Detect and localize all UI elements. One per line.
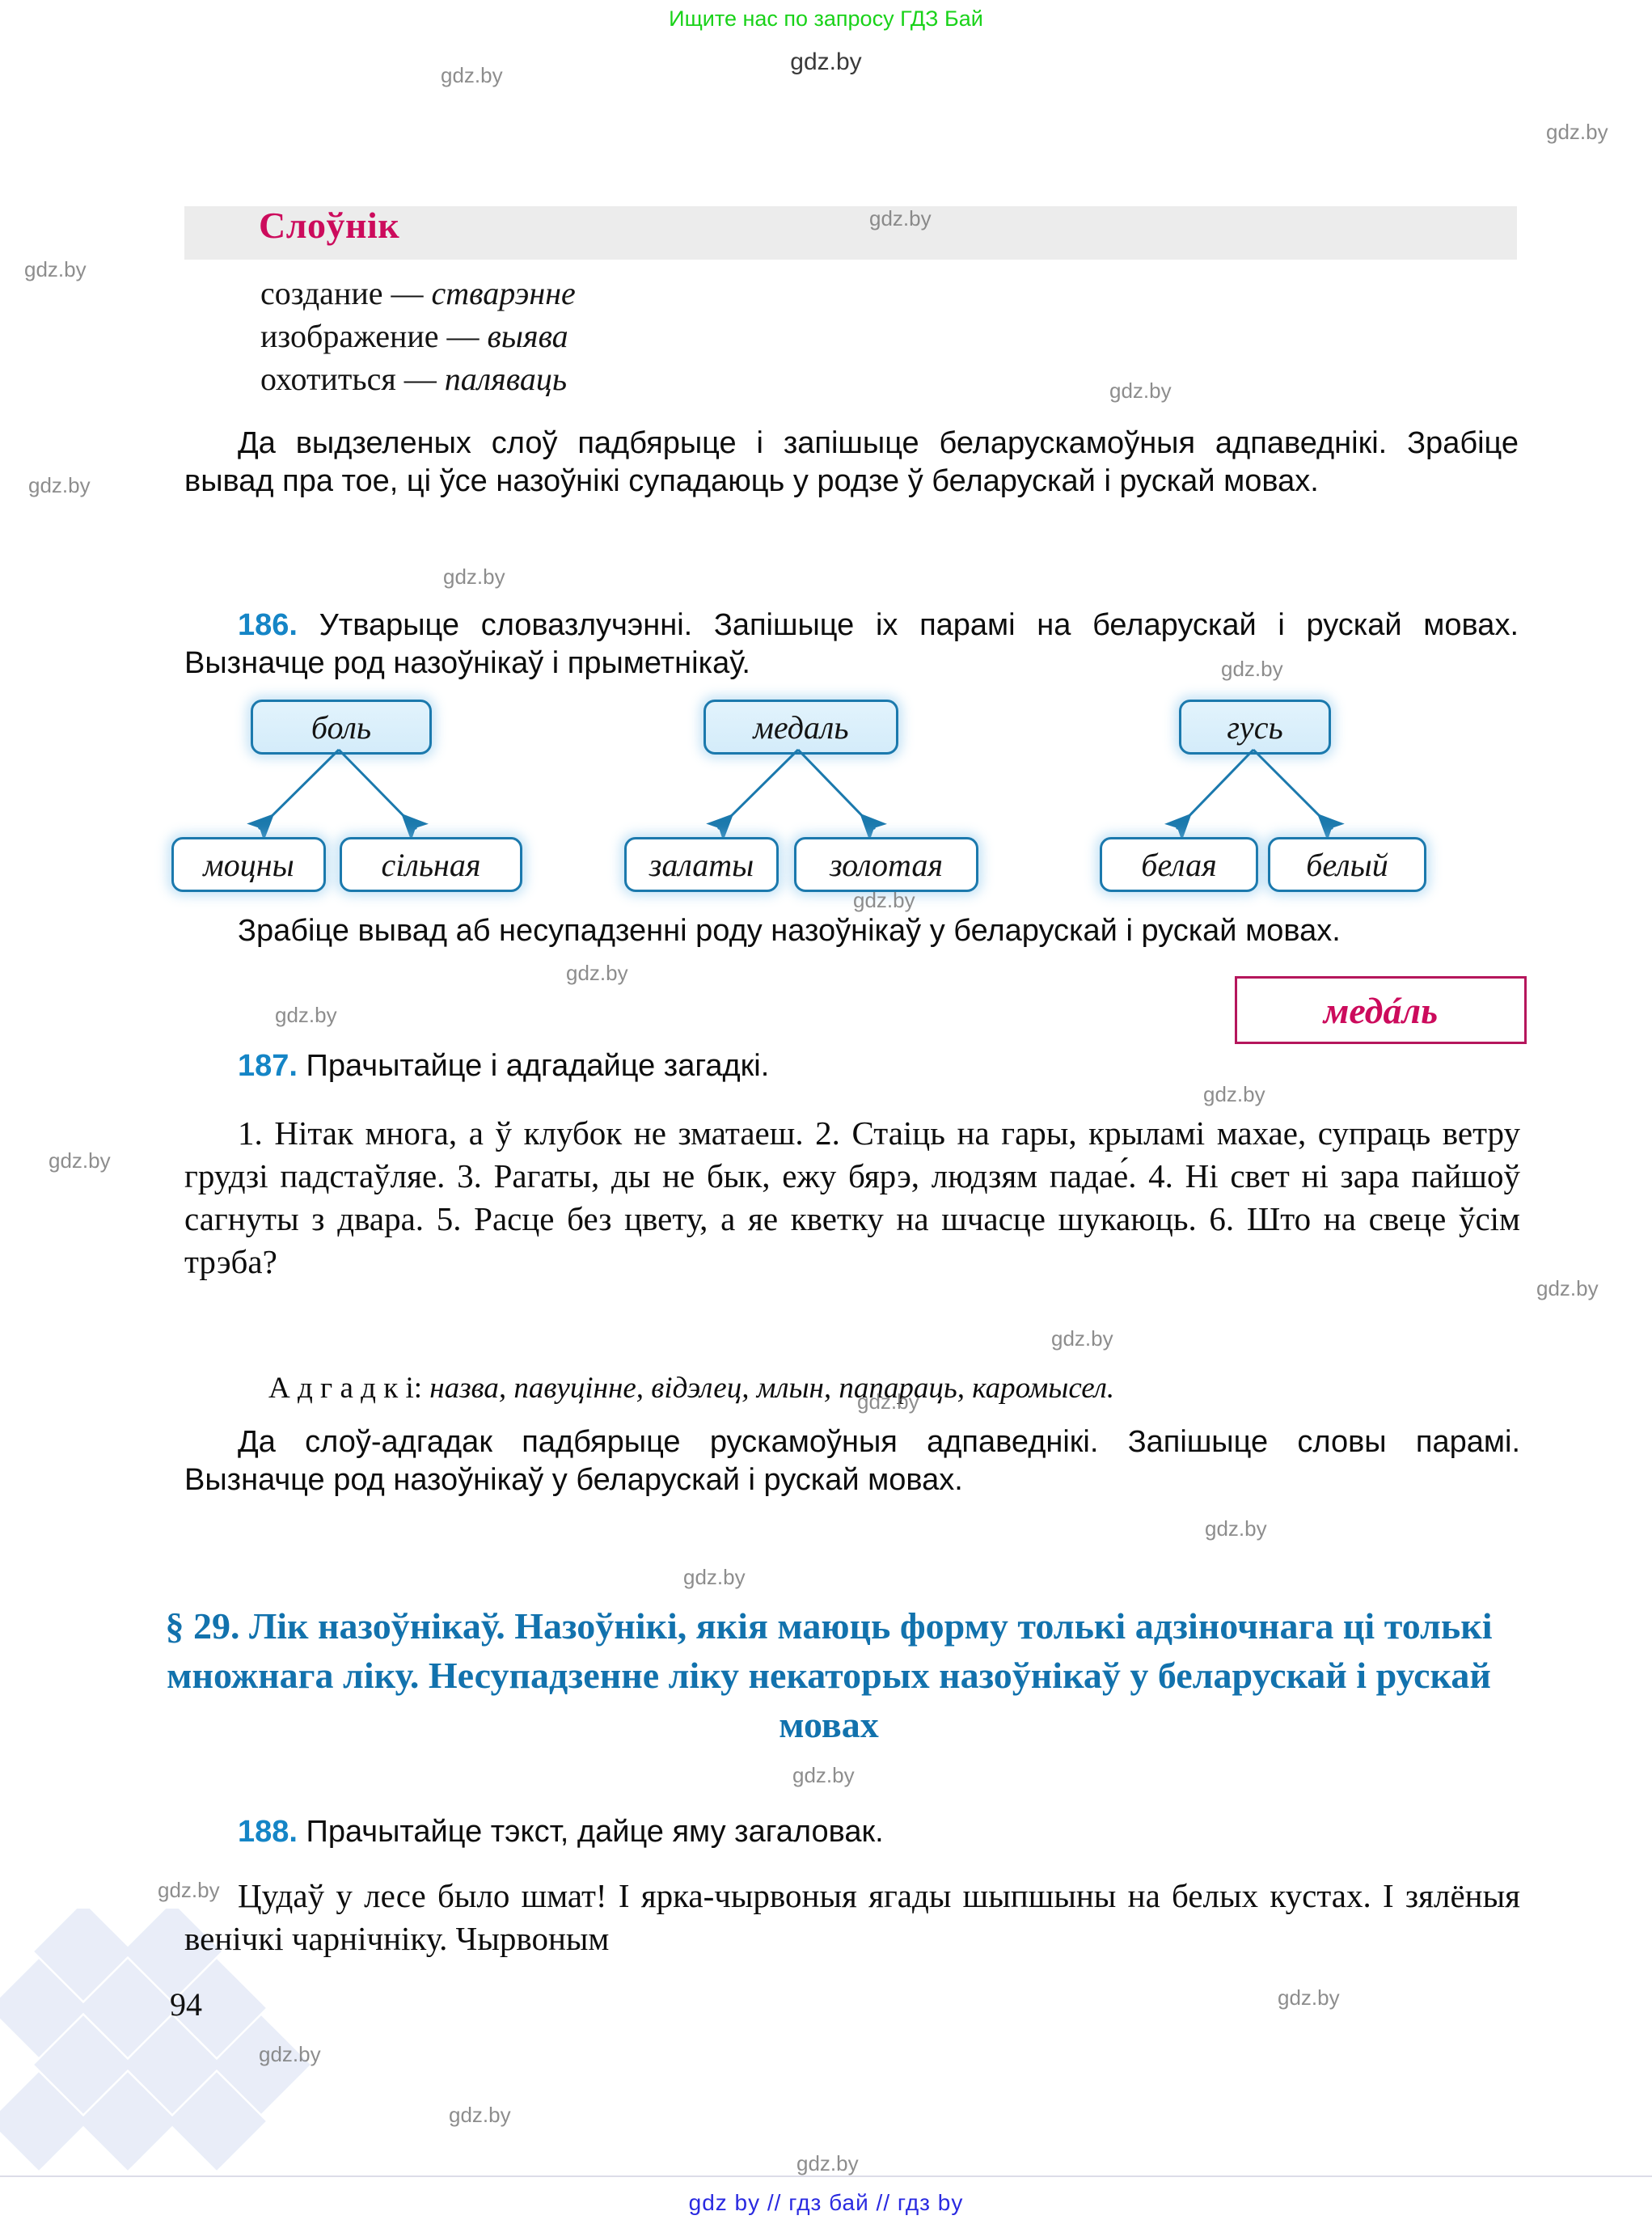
- page-watermark: gdz.by: [1546, 120, 1608, 144]
- page-watermark: gdz.by: [275, 1003, 337, 1027]
- exercise-187-followup: Да слоў-адгадак падбярыце рускамоўныя ад…: [184, 1425, 1520, 1497]
- section-29-heading: § 29. Лік назоўнікаў. Назоўнікі, якія ма…: [165, 1605, 1493, 1745]
- diagram-root-box: медаль: [703, 700, 898, 755]
- page-watermark: gdz.by: [1536, 1276, 1599, 1300]
- diagram-leaf-box-left: залаты: [624, 837, 779, 892]
- exercise-186-prompt: 186. Утварыце словазлучэнні. Запішыце іх…: [184, 607, 1519, 683]
- exercise-186-conclusion: Зрабіце вывад аб несупадзенні роду назоў…: [238, 914, 1341, 948]
- task-intro-paragraph: Да выдзеленых слоў падбярыце і запішыце …: [184, 426, 1519, 498]
- exercise-187-answers-label: А д г а д к і:: [268, 1372, 423, 1405]
- page-watermark: gdz.by: [259, 2042, 321, 2066]
- page-watermark: gdz.by: [28, 473, 91, 497]
- diagram-arrows: [247, 748, 429, 841]
- promo-banner-text: Ищите нас по запросу ГДЗ Бай: [669, 6, 983, 31]
- diagram-arrows: [706, 748, 887, 841]
- page-watermark: gdz.by: [1051, 1326, 1113, 1351]
- diagram-leaf-box-right: белый: [1268, 837, 1426, 892]
- site-watermark-top: gdz.by: [790, 49, 862, 75]
- page-watermark: gdz.by: [566, 961, 628, 985]
- diagram-group-medal: медаль залаты золотая: [623, 700, 1027, 894]
- exercise-187-number: 187.: [238, 1049, 298, 1083]
- diagram-group-bol: боль моцны сільная: [170, 700, 574, 894]
- footer-divider: [0, 2175, 1652, 2177]
- page-number: 94: [170, 1986, 202, 2023]
- page-watermark: gdz.by: [1203, 1082, 1265, 1106]
- exercise-187-answers: А д г а д к і: назва, павуцінне, відэлец…: [268, 1367, 1520, 1410]
- dictionary-entry: изображение — выява: [260, 315, 576, 357]
- diagram-root-box: гусь: [1179, 700, 1331, 755]
- dictionary-entries: создание — стварэнне изображение — выява…: [260, 272, 576, 400]
- page-watermark: gdz.by: [49, 1148, 111, 1173]
- word-pairs-diagram: боль моцны сільная медаль: [170, 700, 1512, 894]
- page-watermark: gdz.by: [1278, 1985, 1340, 2010]
- vocab-callout-medal: медáль: [1235, 976, 1527, 1044]
- page-watermark: gdz.by: [796, 2151, 859, 2175]
- dictionary-entry-dash: —: [391, 275, 424, 311]
- diagram-leaf-box-right: золотая: [794, 837, 978, 892]
- diagram-group-gus: гусь белая белый: [1100, 700, 1504, 894]
- diagram-arrows: [1164, 748, 1345, 841]
- dictionary-header-bar: [184, 206, 1517, 260]
- dictionary-entry-ru: охотиться: [260, 361, 396, 397]
- vocab-callout-word: медáль: [1323, 989, 1439, 1031]
- dictionary-title: Слоўнік: [259, 205, 400, 246]
- exercise-188-body: Цудаў у лесе было шмат! І ярка-чырвоныя …: [184, 1877, 1520, 1957]
- page-watermark: gdz.by: [1205, 1516, 1267, 1541]
- dictionary-entry-be: паляваць: [444, 361, 568, 397]
- diagram-leaf-box-left: моцны: [171, 837, 326, 892]
- page-watermark: gdz.by: [1109, 378, 1172, 403]
- dictionary-entry-be: выява: [487, 318, 568, 354]
- exercise-187-prompt: 187. Прачытайце і адгадайце загадкі.: [184, 1047, 1519, 1085]
- page-watermark: gdz.by: [792, 1763, 855, 1787]
- diagram-root-box: боль: [251, 700, 432, 755]
- dictionary-entry: охотиться — паляваць: [260, 357, 576, 400]
- diagram-leaf-box-right: сільная: [340, 837, 522, 892]
- footer-links[interactable]: gdz by // гдз бай // гдз by: [688, 2190, 964, 2215]
- dictionary-entry-ru: создание: [260, 275, 383, 311]
- exercise-186-text: Утварыце словазлучэнні. Запішыце іх пара…: [184, 608, 1519, 680]
- page-watermark: gdz.by: [443, 564, 505, 589]
- dictionary-entry-dash: —: [446, 318, 480, 354]
- page-watermark: gdz.by: [683, 1565, 746, 1589]
- dictionary-entry: создание — стварэнне: [260, 272, 576, 315]
- exercise-187-answers-list: назва, павуцінне, відэлец, млын, папарац…: [429, 1372, 1115, 1405]
- exercise-188-number: 188.: [238, 1815, 298, 1849]
- dictionary-entry-be: стварэнне: [431, 275, 576, 311]
- exercise-188-prompt: 188. Прачытайце тэкст, дайце яму загалов…: [184, 1813, 1519, 1851]
- dictionary-entry-ru: изображение: [260, 318, 439, 354]
- exercise-187-riddles: 1. Нітак многа, а ў клубок не зматаеш. 2…: [184, 1114, 1520, 1280]
- promo-banner: Ищите нас по запросу ГДЗ Бай: [0, 0, 1652, 37]
- exercise-188-text: Прачытайце тэкст, дайце яму загаловак.: [306, 1815, 884, 1849]
- exercise-187-text: Прачытайце і адгадайце загадкі.: [306, 1049, 770, 1083]
- diagram-leaf-box-left: белая: [1100, 837, 1258, 892]
- exercise-186-number: 186.: [238, 608, 298, 642]
- dictionary-entry-dash: —: [403, 361, 437, 397]
- page-watermark: gdz.by: [24, 257, 87, 281]
- page-watermark: gdz.by: [449, 2103, 511, 2127]
